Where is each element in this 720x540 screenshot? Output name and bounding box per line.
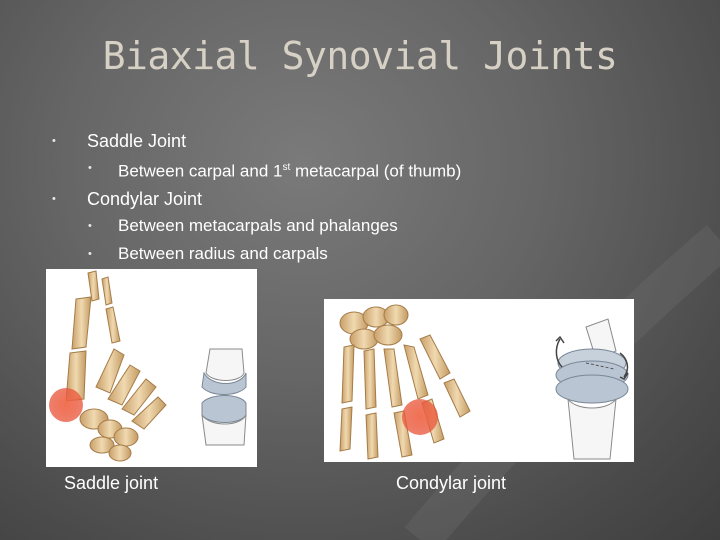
sub-bullet-carpal-metacarpal: • Between carpal and 1st metacarpal (of … xyxy=(52,154,672,186)
saddle-joint-highlight xyxy=(49,388,83,422)
sub-bullet-text: Between metacarpals and phalanges xyxy=(118,215,398,235)
saddle-joint-caption: Saddle joint xyxy=(64,473,159,493)
sub-bullet-metacarpals-phalanges: • Between metacarpals and phalanges xyxy=(52,212,672,240)
bullet-label: Condylar Joint xyxy=(87,188,203,209)
saddle-joint-model xyxy=(201,348,247,446)
sub-bullet-text-prefix: Between carpal and 1 xyxy=(118,161,283,181)
slide-title: Biaxial Synovial Joints xyxy=(102,34,618,78)
sub-bullet-glyph: • xyxy=(88,219,92,232)
condylar-joint-model xyxy=(555,318,629,460)
bullet-label: Saddle Joint xyxy=(87,131,187,151)
bullet-glyph: • xyxy=(52,192,56,205)
bullet-saddle-joint: • Saddle Joint xyxy=(52,128,672,154)
condylar-joint-illustration xyxy=(339,304,629,460)
sub-bullet-text-suffix: metacarpal (of thumb) xyxy=(290,161,462,181)
condylar-joint-figure xyxy=(324,299,634,462)
condylar-joint-caption: Condylar joint xyxy=(396,473,507,493)
sub-bullet-text: Between radius and carpals xyxy=(118,243,328,263)
bullet-condylar-joint: • Condylar Joint xyxy=(52,186,672,212)
sub-bullet-glyph: • xyxy=(88,162,92,174)
condylar-joint-highlight xyxy=(402,399,438,435)
bullet-glyph: • xyxy=(52,135,56,147)
sub-bullet-glyph: • xyxy=(88,247,92,260)
bullet-list: • Saddle Joint • Between carpal and 1st … xyxy=(52,128,672,268)
saddle-joint-illustration xyxy=(49,270,247,462)
saddle-joint-figure xyxy=(46,269,257,467)
sub-bullet-radius-carpals: • Between radius and carpals xyxy=(52,240,672,268)
sub-bullet-superscript: st xyxy=(282,162,291,173)
